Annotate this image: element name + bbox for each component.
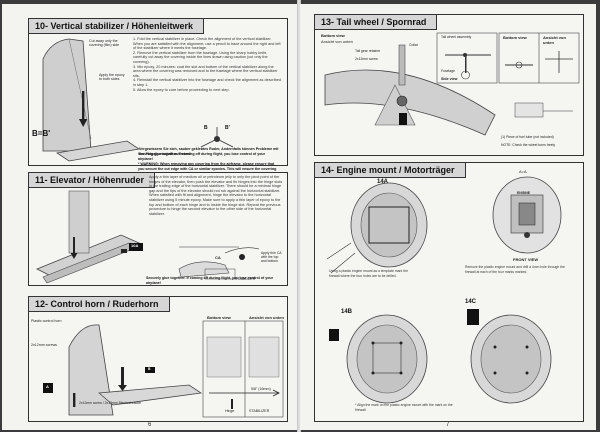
section-10-title: 10- Vertical stabilizer / Höhenleitwerk	[29, 19, 205, 34]
tag-14b: 14B	[341, 309, 353, 315]
tail-wheel-assembly-label: Tail wheel assembly	[441, 35, 472, 39]
fuel-tube-note: (1) Piece of fuel tube (not included)	[501, 135, 554, 139]
engine-mount-illustration	[326, 176, 562, 404]
engine-label: ENGINE	[517, 191, 530, 195]
left-page: 10- Vertical stabilizer / Höhenleitwerk …	[2, 4, 298, 430]
screw-label-13: 2x12mm screw	[355, 57, 378, 61]
b-label: B	[204, 125, 208, 131]
wheel-turns-note: NOTE: Check the wheel turns freely	[501, 143, 556, 147]
ansicht-von-unten-label: Ansicht von unten	[249, 315, 284, 320]
bottom-view-label-13: Bottom view	[321, 33, 345, 38]
plastic-control-horn-label: Plastic control horn	[31, 319, 62, 323]
b-prime-label: B'	[225, 125, 230, 131]
step-14b-instructions: * Align the mark on the plastic engine m…	[355, 403, 453, 412]
side-view-label: Side view	[441, 77, 458, 81]
stabilizer-label: STABILIZER	[235, 277, 256, 281]
dimension-label: 5/8" (16mm)	[251, 387, 271, 391]
section-13-tail-wheel: 13- Tail wheel / Spornrad Bottom view An…	[314, 14, 584, 156]
section-14-title: 14- Engine mount / Motorträger	[315, 163, 466, 178]
elevator-illustration	[36, 190, 260, 284]
section-10-instructions: 1. Fold the vertical stabilizer in place…	[133, 37, 281, 92]
cut-covering-note: Cut away only the covering (film) side	[89, 39, 120, 47]
b-equals-b-label: B=B'	[32, 129, 51, 138]
tag-b: B	[148, 367, 151, 371]
section-14-engine-mount: 14- Engine mount / Motorträger	[314, 162, 584, 422]
tail-wheel-illustration	[324, 32, 580, 136]
tag-14a: 14A	[377, 179, 389, 185]
book-spine	[297, 0, 301, 432]
tail-gear-retainer-label: Tail gear retainer	[355, 49, 381, 53]
left-page-number: 6	[148, 422, 152, 428]
tag-ca: CA	[215, 255, 221, 260]
step-14a-instructions: Using a plastic engine mount as a templa…	[329, 269, 408, 278]
right-page: 13- Tail wheel / Spornrad Bottom view An…	[300, 4, 596, 430]
section-11-title: 11- Elevator / Höhenruder	[29, 173, 156, 188]
section-11-instructions: Apply a thin layer of medium oil or petr…	[149, 175, 283, 216]
apply-thin-ca-note: Apply thin CA with the top and bottom.	[261, 251, 282, 263]
bottom-view-label: Bottom view	[207, 315, 231, 320]
tag-10a: 10A	[131, 243, 139, 248]
a-equals-a-label: A=A	[519, 169, 527, 174]
collar-label: Collar	[409, 43, 418, 47]
right-page-number: 7	[446, 422, 450, 428]
section-10-glue-warning: Securely glue together. If coming off du…	[138, 152, 265, 161]
apply-epoxy-note: Apply the epoxy to both sides	[99, 73, 125, 81]
section-13-title: 13- Tail wheel / Spornrad	[315, 15, 438, 30]
tag-14c: 14C	[465, 299, 477, 305]
ansicht-label-13: Ansicht von unten	[321, 39, 353, 44]
section-10-vertical-stabilizer: 10- Vertical stabilizer / Höhenleitwerk …	[28, 18, 288, 166]
step-14c-instructions: Remove the plastic engine mount and dril…	[465, 265, 565, 274]
hinge-label: Hinge	[225, 409, 235, 413]
section-11-glue-warning: Securely glue together. If coming off du…	[146, 276, 273, 285]
bottom-view-label-13b: Bottom view	[503, 35, 527, 40]
section-12-title: 12- Control horn / Ruderhorn	[29, 297, 170, 312]
section-11-elevator: 11- Elevator / Höhenruder Apply a thin l…	[28, 172, 288, 286]
control-horn-illustration	[43, 320, 284, 418]
fuselage-label: Fuselage	[441, 69, 455, 73]
front-view-label: FRONT VIEW	[513, 257, 539, 262]
ansicht-label-13b: Ansicht von unten	[543, 35, 566, 45]
screws-label: 2x12mm screws	[31, 343, 57, 347]
tag-a: A	[46, 384, 49, 389]
stabilizer-label-2: STABILIZER	[249, 409, 270, 413]
screws-bottom-label: 2x12mm screw / 2x12mm Blechschraube	[79, 401, 141, 405]
section-10-german-note: Vergewissern Sie sich, sauber geklebtes …	[139, 147, 279, 156]
section-12-control-horn: 12- Control horn / Ruderhorn Bottom view…	[28, 296, 288, 422]
vertical-stabilizer-illustration	[42, 38, 234, 162]
